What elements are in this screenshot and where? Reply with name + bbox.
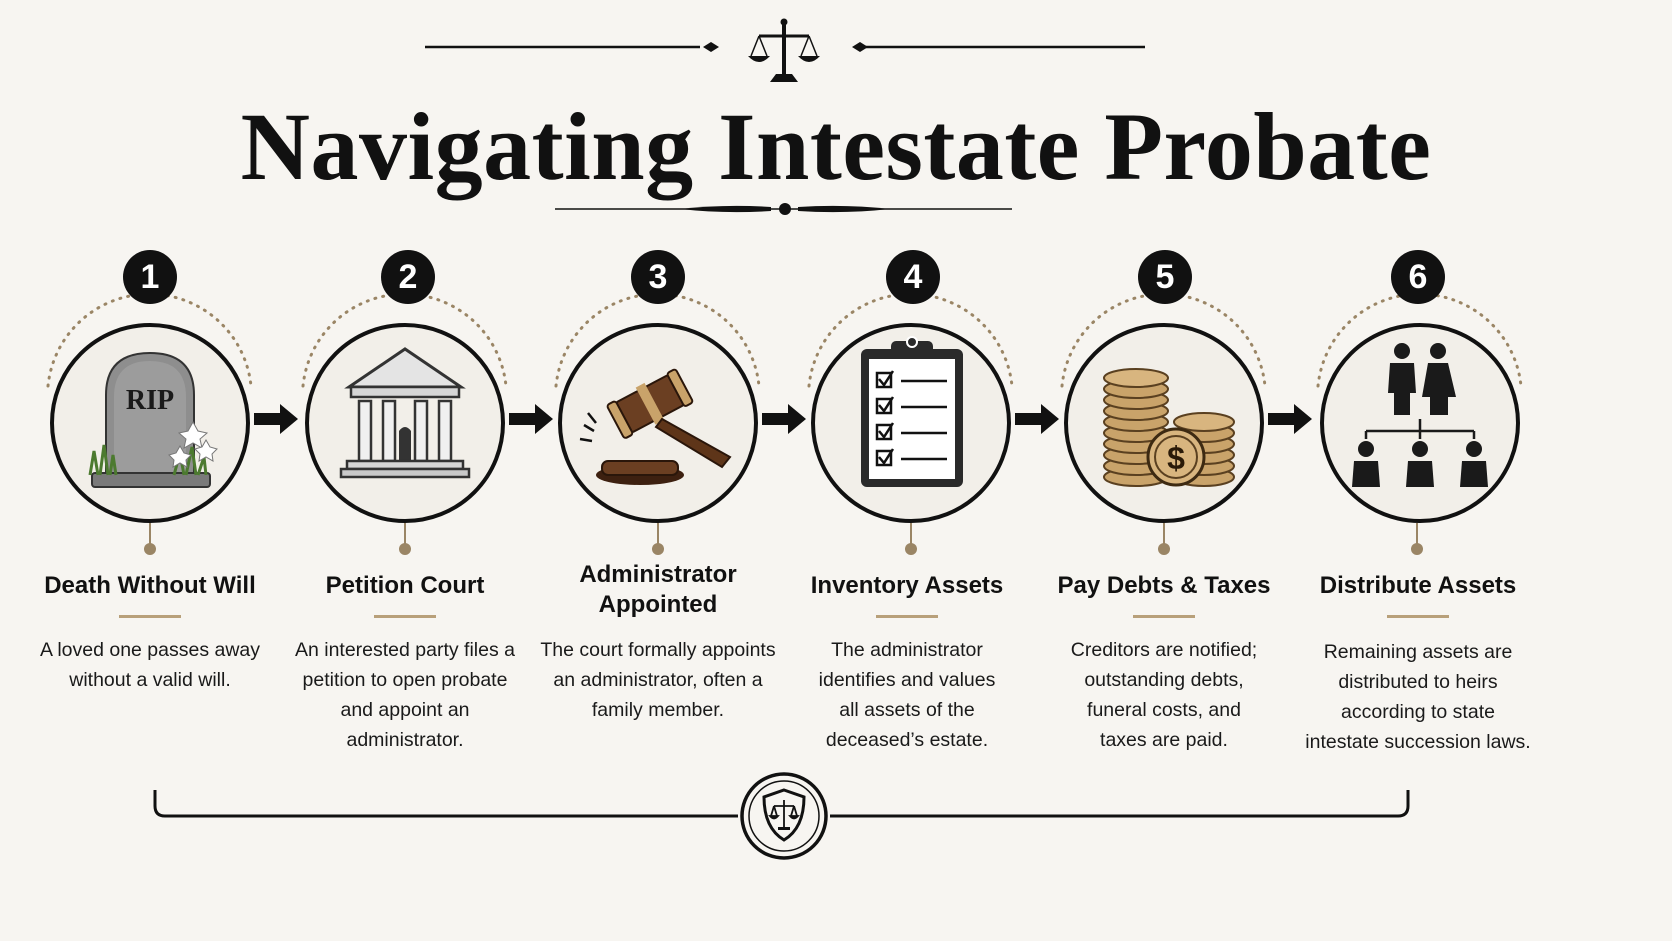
title-underline bbox=[119, 615, 181, 618]
step-title: Pay Debts & Taxes bbox=[1057, 572, 1271, 599]
arrow-right-icon bbox=[1268, 404, 1312, 434]
connector-stem bbox=[910, 523, 912, 545]
step-number-badge: 2 bbox=[381, 250, 435, 304]
connector-dot bbox=[1158, 543, 1170, 555]
connector-stem bbox=[1416, 523, 1418, 545]
clipboard-checklist-icon bbox=[861, 336, 963, 487]
connector-dot bbox=[1411, 543, 1423, 555]
step-icon-circle bbox=[1320, 323, 1520, 523]
step-title: Inventory Assets bbox=[810, 572, 1004, 599]
arrow-right-icon bbox=[509, 404, 553, 434]
arrow-right-icon bbox=[762, 404, 806, 434]
connector-dot bbox=[905, 543, 917, 555]
connector-dot bbox=[399, 543, 411, 555]
connector-stem bbox=[1163, 523, 1165, 545]
step-title: Distribute Assets bbox=[1319, 572, 1517, 599]
step-number-badge: 4 bbox=[886, 250, 940, 304]
title-underline bbox=[876, 615, 938, 618]
shield-scales-emblem-icon bbox=[740, 772, 828, 860]
step-description: An interested party files a petition to … bbox=[294, 639, 516, 751]
step-number-badge: 6 bbox=[1391, 250, 1445, 304]
gavel-icon bbox=[579, 368, 732, 485]
arrow-right-icon bbox=[1015, 404, 1059, 434]
step-number-badge: 1 bbox=[123, 250, 177, 304]
step-description: A loved one passes away without a valid … bbox=[39, 639, 261, 691]
title-underline bbox=[1387, 615, 1449, 618]
dotted-arc bbox=[301, 292, 508, 388]
step-description: Remaining assets are distributed to heir… bbox=[1305, 641, 1531, 753]
connector-dot bbox=[652, 543, 664, 555]
dotted-arc bbox=[807, 292, 1014, 388]
step-description: The administrator identifies and values … bbox=[818, 639, 996, 751]
connector-stem bbox=[149, 523, 151, 545]
page-title: Navigating Intestate Probate bbox=[240, 93, 1432, 200]
step-number-badge: 5 bbox=[1138, 250, 1192, 304]
step-title: Death Without Will bbox=[44, 572, 256, 599]
step-icon-circle bbox=[305, 323, 505, 523]
dotted-arc bbox=[554, 292, 761, 388]
connector-stem bbox=[657, 523, 659, 545]
family-tree-icon bbox=[1352, 343, 1488, 487]
step-icon-circle: $ bbox=[1064, 323, 1264, 523]
connector-stem bbox=[404, 523, 406, 545]
dotted-arc bbox=[1316, 292, 1523, 388]
tombstone-icon: RIP bbox=[88, 351, 218, 488]
title-underline bbox=[374, 615, 436, 618]
step-title: Petition Court bbox=[325, 572, 485, 599]
step-number-badge: 3 bbox=[631, 250, 685, 304]
step-icon-circle: RIP bbox=[50, 323, 250, 523]
title-underline bbox=[1133, 615, 1195, 618]
step-icon-circle bbox=[558, 323, 758, 523]
connector-dot bbox=[144, 543, 156, 555]
svg-text:RIP: RIP bbox=[126, 385, 174, 416]
arrow-right-icon bbox=[254, 404, 298, 434]
dotted-arc bbox=[1060, 292, 1267, 388]
step-description: The court formally appoints an administr… bbox=[540, 639, 776, 721]
courthouse-icon bbox=[339, 347, 471, 479]
svg-text:$: $ bbox=[1167, 440, 1185, 476]
step-title: Administrator Appointed bbox=[579, 561, 737, 618]
scales-of-justice-icon bbox=[748, 18, 820, 82]
step-description: Creditors are notified; outstanding debt… bbox=[1070, 639, 1258, 751]
title-flourish bbox=[555, 203, 1012, 215]
step-icon-circle bbox=[811, 323, 1011, 523]
header-ornament bbox=[425, 18, 1145, 82]
bottom-bracket bbox=[153, 790, 1410, 818]
coins-dollar-icon: $ bbox=[1103, 368, 1235, 487]
dotted-arc bbox=[46, 292, 253, 388]
